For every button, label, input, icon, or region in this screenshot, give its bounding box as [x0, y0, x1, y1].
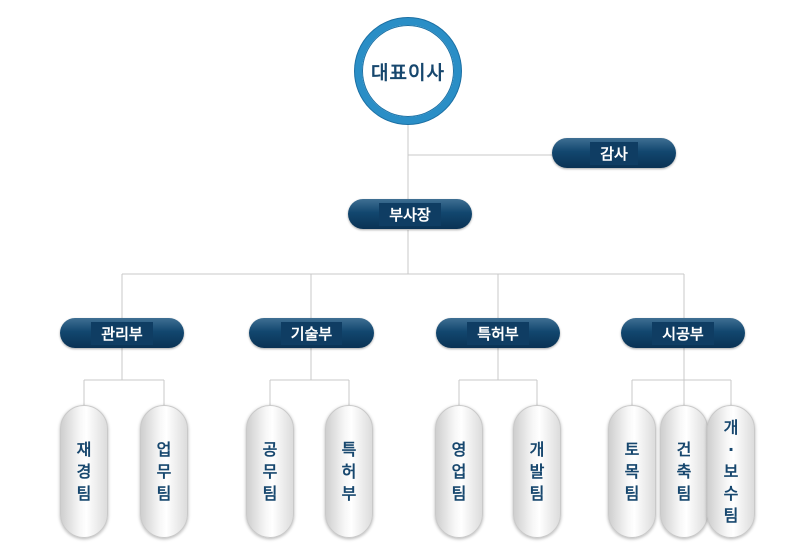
team-node-public-works: 공무팀: [246, 405, 294, 538]
department-label: 관리부: [91, 321, 153, 345]
department-node-construction: 시공부: [621, 318, 745, 348]
team-label: 영업팀: [451, 439, 467, 503]
team-label: 토목팀: [624, 439, 640, 503]
department-node-admin: 관리부: [60, 318, 184, 348]
department-label: 특허부: [467, 321, 529, 345]
department-node-patent: 특허부: [436, 318, 560, 348]
team-label: 특허부: [341, 439, 357, 503]
vp-node: 부사장: [348, 199, 472, 229]
department-label: 시공부: [652, 321, 714, 345]
team-node-renovation: 개·보수팀: [707, 405, 755, 538]
team-label: 건축팀: [676, 439, 692, 503]
department-node-tech: 기술부: [249, 318, 374, 348]
team-node-patent: 특허부: [325, 405, 373, 538]
team-label: 공무팀: [262, 439, 278, 503]
team-node-civil: 토목팀: [608, 405, 656, 538]
ceo-node: 대표이사: [355, 18, 461, 124]
team-node-finance: 재경팀: [60, 405, 108, 538]
team-node-architecture: 건축팀: [660, 405, 708, 538]
team-label: 개·보수팀: [723, 417, 739, 525]
vp-label: 부사장: [379, 202, 441, 226]
ceo-label: 대표이사: [371, 61, 445, 84]
department-label: 기술부: [280, 321, 343, 345]
audit-node: 감사: [552, 138, 676, 168]
team-node-sales: 영업팀: [435, 405, 483, 538]
audit-label: 감사: [590, 141, 638, 165]
team-label: 개발팀: [529, 439, 545, 503]
team-label: 재경팀: [76, 439, 92, 503]
team-label: 업무팀: [156, 439, 172, 503]
team-node-development: 개발팀: [513, 405, 561, 538]
team-node-business: 업무팀: [140, 405, 188, 538]
